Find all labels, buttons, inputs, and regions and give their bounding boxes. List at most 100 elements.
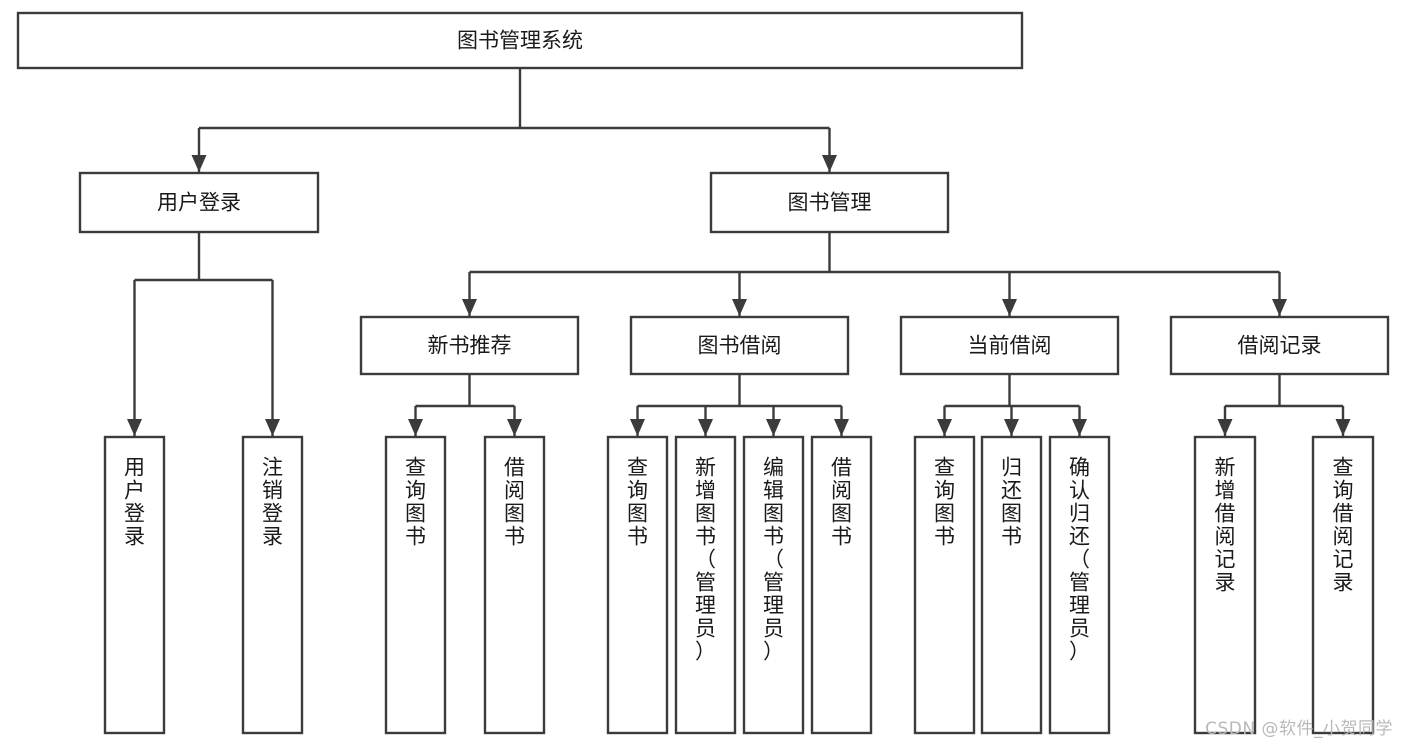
node-layer: 图书管理系统用户登录图书管理新书推荐图书借阅当前借阅借阅记录用户登录注销登录查询…	[16, 11, 1390, 735]
arrow-head-icon	[1004, 419, 1019, 436]
root-node[interactable]: 图书管理系统	[16, 11, 1024, 70]
node-label-char: 查	[934, 456, 955, 480]
node-label-char: 管	[695, 571, 716, 595]
node-rect	[899, 315, 1120, 376]
connector-layer	[127, 68, 1351, 436]
arrow-head-icon	[408, 419, 423, 436]
node-rect	[980, 435, 1043, 735]
arrow-head-icon	[1335, 419, 1351, 436]
node-label-char: 登	[124, 502, 145, 526]
arrow-head-icon	[462, 299, 477, 316]
leaf-node-0[interactable]: 用户登录	[103, 435, 166, 735]
node-rect	[78, 171, 320, 234]
node-rect	[674, 435, 737, 735]
node-label: 图书管理系统	[457, 29, 583, 53]
node-label-char: 还	[1069, 525, 1090, 549]
node-label-char: （	[1069, 548, 1090, 572]
node-label-char: 录	[1215, 571, 1236, 595]
node-label-char: 编	[763, 456, 784, 480]
node-label: 图书管理	[788, 191, 872, 215]
level2-node-1[interactable]: 图书管理	[709, 171, 950, 234]
level3-node-3[interactable]: 借阅记录	[1169, 315, 1390, 376]
node-label-char: 员	[763, 617, 784, 641]
node-label-char: 书	[627, 525, 648, 549]
arrow-head-icon	[937, 419, 952, 436]
node-rect	[629, 315, 850, 376]
node-label-char: 认	[1069, 479, 1090, 503]
node-rect	[16, 11, 1024, 70]
node-rect	[606, 435, 669, 735]
node-rect	[1048, 435, 1111, 735]
node-label-char: 归	[1069, 502, 1090, 526]
node-label-char: 询	[1333, 479, 1354, 503]
node-label-char: 注	[262, 456, 283, 480]
node-rect	[913, 435, 976, 735]
level3-node-2[interactable]: 当前借阅	[899, 315, 1120, 376]
node-label-char: 图	[695, 502, 716, 526]
node-label-char: 用	[124, 456, 145, 480]
node-label-char: 录	[124, 525, 145, 549]
arrow-head-icon	[507, 419, 522, 436]
node-label-char: 记	[1333, 548, 1354, 572]
node-label-char: 图	[934, 502, 955, 526]
node-label-char: 阅	[831, 479, 852, 503]
node-label-char: 询	[934, 479, 955, 503]
node-label: 图书借阅	[698, 334, 782, 358]
arrow-head-icon	[1002, 299, 1017, 316]
node-label-char: 书	[1001, 525, 1022, 549]
node-rect	[241, 435, 304, 735]
node-rect	[1169, 315, 1390, 376]
node-label-char: 增	[1215, 479, 1236, 503]
level2-node-0[interactable]: 用户登录	[78, 171, 320, 234]
node-label-char: 新	[695, 456, 716, 480]
node-label-char: 询	[627, 479, 648, 503]
node-label-char: 书	[695, 525, 716, 549]
node-label-char: 借	[831, 456, 852, 480]
node-label-char: 录	[1333, 571, 1354, 595]
node-label-char: 图	[831, 502, 852, 526]
node-label-char: 录	[262, 525, 283, 549]
node-label-char: 还	[1001, 479, 1022, 503]
node-label-char: （	[763, 548, 784, 572]
node-rect	[384, 435, 447, 735]
node-label-char: 管	[763, 571, 784, 595]
node-label-char: 理	[695, 594, 716, 618]
node-label-char: 新	[1215, 456, 1236, 480]
node-label: 新书推荐	[428, 334, 512, 358]
node-label-char: 书	[934, 525, 955, 549]
node-label-char: 查	[1333, 456, 1354, 480]
level3-node-1[interactable]: 图书借阅	[629, 315, 850, 376]
arrow-head-icon	[1272, 299, 1287, 316]
node-label-char: 询	[405, 479, 426, 503]
arrow-head-icon	[1217, 419, 1233, 436]
node-label-char: 查	[627, 456, 648, 480]
node-rect	[810, 435, 873, 735]
node-label-char: 归	[1001, 456, 1022, 480]
arrow-head-icon	[191, 155, 207, 172]
arrow-head-icon	[1072, 419, 1087, 436]
node-rect	[103, 435, 166, 735]
node-rect	[483, 435, 546, 735]
node-label-char: 确	[1069, 456, 1090, 480]
node-label-char: 图	[1001, 502, 1022, 526]
level3-node-0[interactable]: 新书推荐	[359, 315, 580, 376]
arrow-head-icon	[766, 419, 781, 436]
node-label-char: 理	[763, 594, 784, 618]
arrow-head-icon	[630, 419, 645, 436]
node-label-char: 借	[1215, 502, 1236, 526]
node-label-char: 书	[405, 525, 426, 549]
node-rect	[742, 435, 805, 735]
